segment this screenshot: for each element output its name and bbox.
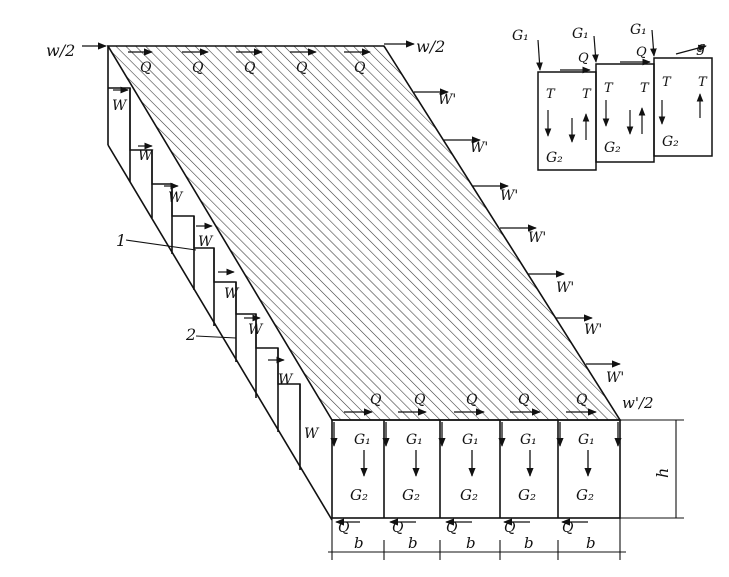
w-prime-label-6: W' (584, 322, 602, 338)
svg-text:Q: Q (446, 520, 458, 536)
b-labels: b b b b b (354, 534, 596, 552)
inset-arrows (536, 29, 707, 143)
svg-text:Q: Q (504, 520, 516, 536)
h-label: h (653, 468, 672, 478)
svg-text:T: T (662, 75, 672, 90)
svg-text:T: T (604, 81, 614, 96)
q-label-top-4: Q (296, 60, 308, 76)
ref-2-leader (195, 335, 237, 339)
box-edge-arrows (330, 422, 622, 447)
b-dimension (328, 518, 626, 560)
svg-text:G₂: G₂ (402, 486, 420, 504)
svg-text:b: b (466, 534, 476, 552)
svg-text:W: W (278, 372, 294, 388)
svg-text:G₁: G₁ (512, 28, 529, 44)
svg-text:G₂: G₂ (662, 134, 679, 150)
svg-text:g: g (696, 38, 706, 56)
stiffener-strip (107, 46, 333, 521)
svg-text:G₁: G₁ (630, 22, 647, 38)
g2-labels: G₂ G₂ G₂ G₂ G₂ (350, 486, 594, 504)
svg-text:Q: Q (392, 520, 404, 536)
svg-text:W: W (112, 98, 128, 114)
svg-text:Q: Q (562, 520, 574, 536)
g1-labels: G₁ G₁ G₁ G₁ G₁ (354, 432, 595, 448)
svg-text:Q: Q (338, 520, 350, 536)
svg-text:b: b (586, 534, 596, 552)
g-arrows (360, 450, 592, 477)
w-prime-arrows (414, 88, 621, 368)
ref-label-1: 1 (116, 231, 126, 250)
svg-text:G₂: G₂ (460, 486, 478, 504)
w-arrows (113, 86, 285, 364)
svg-text:Q: Q (576, 392, 588, 408)
inset-labels: G₁ G₁ G₁ Q Q g T T T T T T G₂ G₂ G₂ (512, 22, 708, 166)
ref-1-leader (125, 239, 197, 251)
svg-text:W: W (248, 322, 264, 338)
w-prime-half-label: w'/2 (622, 394, 654, 412)
svg-text:G₁: G₁ (406, 432, 423, 448)
w-labels: W W W W W W W W (112, 98, 320, 442)
svg-text:T: T (582, 87, 592, 102)
svg-text:G₁: G₁ (572, 26, 589, 42)
svg-text:Q: Q (466, 392, 478, 408)
q-label-top-3: Q (244, 60, 256, 76)
ref-label-2: 2 (185, 325, 196, 344)
svg-text:Q: Q (636, 45, 647, 60)
inset-detail (537, 57, 713, 171)
q-label-top-1: Q (140, 60, 152, 76)
svg-text:b: b (354, 534, 364, 552)
svg-text:W: W (198, 234, 214, 250)
w-prime-label-3: W' (500, 188, 518, 204)
svg-text:b: b (408, 534, 418, 552)
svg-text:G₂: G₂ (518, 486, 536, 504)
h-dimension (620, 419, 684, 519)
svg-text:G₂: G₂ (576, 486, 594, 504)
svg-text:G₁: G₁ (578, 432, 595, 448)
w-prime-label-4: W' (528, 230, 546, 246)
w-prime-label-1: W' (438, 92, 456, 108)
w-half-left-label: w/2 (46, 41, 75, 60)
svg-text:Q: Q (414, 392, 426, 408)
w-prime-label-2: W' (470, 140, 488, 156)
svg-text:G₂: G₂ (350, 486, 368, 504)
svg-text:T: T (640, 81, 650, 96)
svg-text:Q: Q (518, 392, 530, 408)
svg-text:W: W (138, 148, 154, 164)
svg-text:T: T (698, 75, 708, 90)
bottom-boxes (331, 419, 621, 519)
bottom-q-labels: Q Q Q Q Q (370, 392, 588, 408)
svg-text:W: W (224, 286, 240, 302)
svg-text:W: W (304, 426, 320, 442)
svg-text:G₁: G₁ (520, 432, 537, 448)
q-label-top-2: Q (192, 60, 204, 76)
svg-text:T: T (546, 87, 556, 102)
svg-text:G₁: G₁ (354, 432, 371, 448)
w-half-right-label: w/2 (416, 37, 445, 56)
svg-text:G₂: G₂ (604, 140, 621, 156)
bottom-edge-q-labels: Q Q Q Q Q (338, 520, 574, 536)
svg-text:b: b (524, 534, 534, 552)
svg-text:G₁: G₁ (462, 432, 479, 448)
svg-text:Q: Q (578, 51, 589, 66)
svg-text:Q: Q (370, 392, 382, 408)
svg-text:W: W (168, 190, 184, 206)
w-prime-label-5: W' (556, 280, 574, 296)
svg-text:G₂: G₂ (546, 150, 563, 166)
w-prime-label-7: W' (606, 370, 624, 386)
q-label-top-5: Q (354, 60, 366, 76)
